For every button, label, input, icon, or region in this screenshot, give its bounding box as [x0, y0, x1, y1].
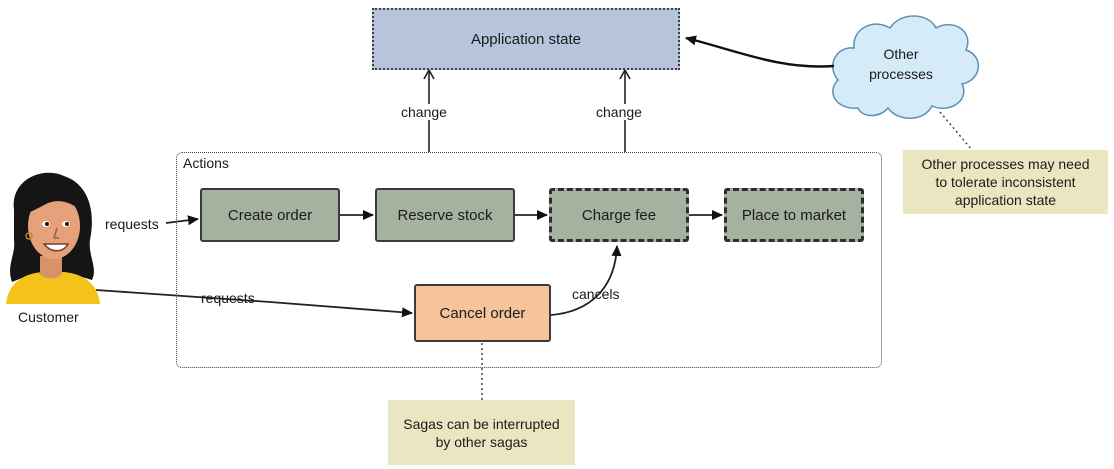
requests-label-create: requests — [105, 216, 159, 232]
arrow-requests-create — [165, 215, 199, 226]
cloud-shape — [832, 15, 979, 119]
create-order-label: Create order — [227, 206, 313, 224]
arrow-requests-cancel — [95, 289, 413, 318]
reserve-stock-box: Reserve stock — [375, 188, 515, 242]
customer-avatar-icon — [6, 172, 100, 304]
cloud-note-connector — [939, 111, 973, 151]
cloud-to-state-arrow — [685, 35, 835, 68]
create-order-box: Create order — [200, 188, 340, 242]
application-state-label: Application state — [470, 30, 582, 48]
place-to-market-box: Place to market — [724, 188, 864, 242]
change-label-left: change — [399, 104, 449, 120]
other-processes-label: Other processes — [852, 44, 950, 84]
saga-note-line1: Sagas can be interrupted — [403, 415, 560, 432]
actions-container — [176, 152, 882, 368]
cloud-label-line1: Other — [883, 46, 919, 62]
application-state-box: Application state — [372, 8, 680, 70]
saga-note-line2: by other sagas — [435, 433, 528, 450]
customer-label: Customer — [18, 309, 79, 325]
place-to-market-label: Place to market — [741, 206, 847, 224]
saga-note: Sagas can be interrupted by other sagas — [388, 400, 575, 465]
charge-fee-label: Charge fee — [581, 206, 657, 224]
cloud-note: Other processes may need to tolerate inc… — [903, 150, 1108, 214]
cloud-note-line2: to tolerate inconsistent — [935, 174, 1076, 190]
cloud-note-line3: application state — [954, 192, 1057, 208]
cancel-order-label: Cancel order — [439, 304, 526, 322]
cloud-label-line2: processes — [869, 66, 933, 82]
actions-title: Actions — [183, 155, 229, 171]
reserve-stock-label: Reserve stock — [397, 206, 493, 224]
arrow-cancels — [550, 245, 622, 316]
cloud-note-line1: Other processes may need — [921, 156, 1090, 172]
cancels-label: cancels — [572, 286, 620, 302]
charge-fee-box: Charge fee — [549, 188, 689, 242]
change-label-right: change — [594, 104, 644, 120]
requests-label-cancel: requests — [201, 290, 255, 306]
cancel-order-box: Cancel order — [414, 284, 551, 342]
